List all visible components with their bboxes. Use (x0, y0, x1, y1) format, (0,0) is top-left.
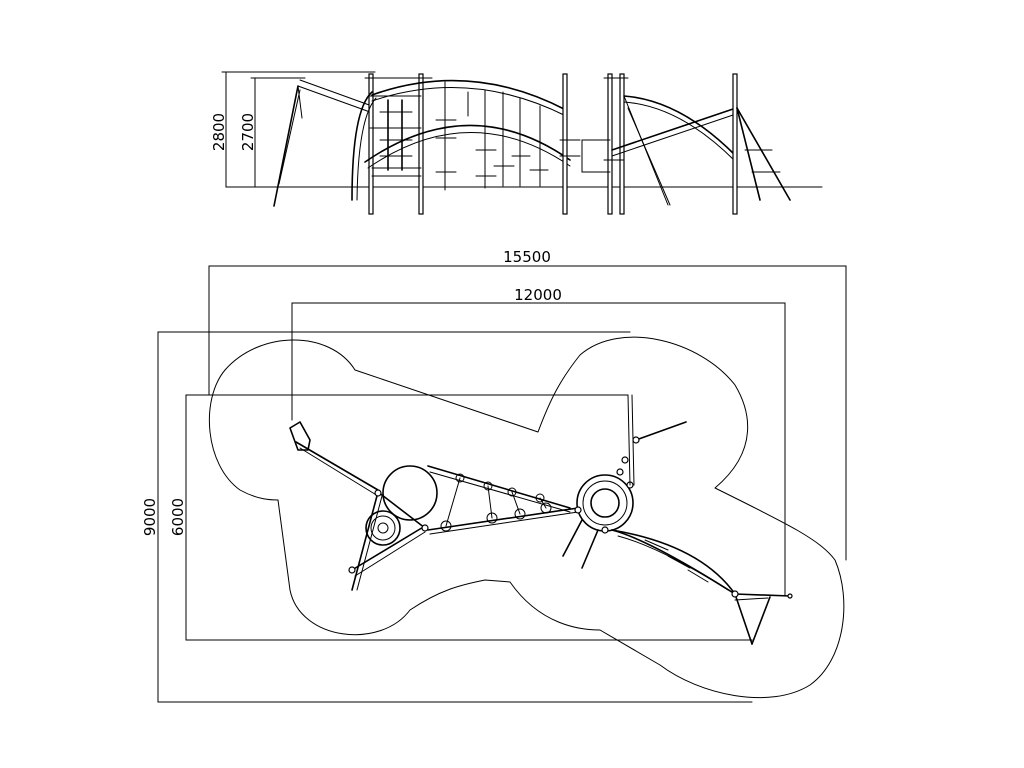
overall-width-label: 15500 (503, 248, 551, 266)
overall-depth-label: 9000 (141, 498, 159, 536)
height-total-label: 2800 (210, 113, 228, 151)
right-tower-platform (574, 474, 634, 534)
overall-width-dimension: 15500 (208, 248, 847, 561)
inner-width-dimension: 12000 (291, 286, 786, 596)
inner-depth-dimension: 6000 (169, 394, 753, 641)
elevation-view: 2800 2700 (210, 71, 823, 215)
inner-depth-label: 6000 (169, 498, 187, 536)
overall-depth-dimension: 9000 (141, 331, 753, 703)
right-tower-legs (562, 394, 687, 569)
height-dimensions: 2800 2700 (210, 71, 376, 188)
right-ladder (732, 73, 791, 215)
safety-zone-outline (208, 336, 845, 699)
left-posts (351, 73, 433, 215)
left-triangle-frame (348, 489, 429, 591)
right-arch (611, 95, 737, 206)
curved-bridge (364, 79, 571, 191)
right-posts (581, 73, 629, 215)
height-platform-label: 2700 (239, 113, 257, 151)
inner-width-label: 12000 (514, 286, 562, 304)
left-seat (289, 421, 379, 497)
left-tower-platforms (365, 465, 438, 546)
plan-view: 15500 12000 9000 6000 (141, 248, 847, 703)
center-post (559, 73, 581, 215)
bridge-span (427, 465, 579, 535)
right-boat-ladder (611, 529, 793, 645)
left-net-panel (273, 79, 373, 207)
